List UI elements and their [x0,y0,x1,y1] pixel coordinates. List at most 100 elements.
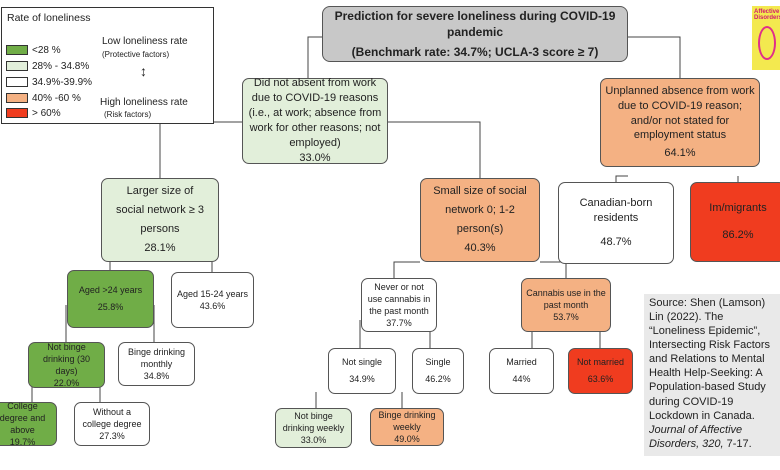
root-node: Prediction for severe loneliness during … [322,6,628,62]
node-work-attended: Did not absent from work due to COVID-19… [242,77,388,164]
node-label: Binge drinking monthly [127,346,186,369]
source-citation: Source: Shen (Lamson) Lin (2022). The “L… [644,294,780,456]
node-label: Not single [341,356,383,367]
node-label: Not binge drinking (30 days) [42,341,91,376]
root-benchmark: (Benchmark rate: 34.7%; UCLA-3 score ≥ 7… [351,45,599,60]
legend-item-2: 28% - 34.8% [6,60,89,72]
node-cannabis-use: Cannabis use in the past month 53.7% [521,278,611,332]
node-percent: 40.3% [464,242,496,255]
node-canadian-born: Canadian-born residents 48.7% [558,182,674,264]
legend-label: <28 % [32,44,61,56]
node-aged-15-24: Aged 15-24 years 43.6% [171,272,254,328]
source-pages: 7-17. [726,437,752,450]
source-text: Source: Shen (Lamson) Lin (2022). The “L… [649,297,771,422]
node-binge-monthly: Binge drinking monthly 34.8% [118,342,195,386]
node-label: Aged 15-24 years [176,288,249,299]
link-small-never [393,261,420,278]
node-percent: 43.6% [199,301,226,311]
link-root-workyes [307,36,322,78]
legend-low-label: Low loneliness rate (Protective factors) [102,36,188,61]
link-workno-canadian [615,175,628,182]
node-percent: 28.1% [144,242,176,255]
node-label: College degree and above [0,400,46,435]
legend-item-4: 40% -60 % [6,92,81,104]
legend-low-sub: (Protective factors) [102,49,170,59]
node-label: Single [425,356,451,367]
legend-item-1: <28 % [6,44,61,56]
node-not-binge-30days: Not binge drinking (30 days) 22.0% [28,342,105,388]
journal-cover-graphic [758,26,776,60]
node-label: Without a college degree [82,406,142,429]
node-not-binge-weekly: Not binge drinking weekly 33.0% [275,408,352,448]
node-small-network: Small size of social network 0; 1-2 pers… [420,178,540,262]
legend-swatch [6,61,28,71]
legend-swatch [6,93,28,103]
legend-swatch [6,108,28,118]
node-percent: 34.8% [143,371,170,382]
node-label: Aged >24 years [78,284,143,295]
legend-item-3: 34.9%-39.9% [6,76,92,88]
journal-cover-title: Affective Disorders [754,9,780,21]
node-percent: 44% [512,374,531,384]
node-percent: 34.9% [349,374,375,384]
legend-label: 40% -60 % [32,92,81,104]
node-single: Single 46.2% [412,348,464,394]
node-label: Did not absent from work due to COVID-19… [248,77,382,149]
node-large-network: Larger size of social network ≥ 3 person… [101,178,219,262]
node-percent: 64.1% [664,147,696,160]
journal-cover-image: Affective Disorders [752,6,780,70]
legend-title: Rate of loneliness [7,12,91,24]
node-label: Not married [576,356,624,367]
node-label: Binge drinking weekly [378,409,436,432]
node-label: Married [506,356,537,367]
legend-swatch [6,45,28,55]
node-married: Married 44% [489,348,554,394]
source-journal: Journal of Affective Disorders, 320, [649,423,743,450]
legend: Rate of loneliness <28 % 28% - 34.8% 34.… [1,7,214,124]
node-percent: 27.3% [99,431,125,442]
link-workyes-small [388,121,481,178]
node-percent: 46.2% [425,374,451,384]
node-immigrants: Im/migrants 86.2% [690,182,780,262]
node-percent: 37.7% [386,318,412,329]
root-title: Prediction for severe loneliness during … [334,8,616,39]
node-work-absent: Unplanned absence from work due to COVID… [600,78,760,167]
node-not-married: Not married 63.6% [568,348,633,394]
node-label: Not binge drinking weekly [282,410,345,433]
link-root-workno [628,36,681,78]
node-label: Larger size of social network ≥ 3 person… [116,184,204,236]
node-percent: 19.7% [9,437,36,448]
legend-label: > 60% [32,107,61,119]
legend-item-5: > 60% [6,107,61,119]
legend-high-text: High loneliness rate [100,97,188,108]
legend-low-text: Low loneliness rate [102,36,188,47]
node-not-single: Not single 34.9% [328,348,396,394]
node-percent: 33.0% [299,151,331,164]
node-percent: 48.7% [600,236,632,249]
legend-high-label: High loneliness rate (Risk factors) [100,97,188,121]
legend-swatch [6,77,28,87]
node-percent: 25.8% [97,302,124,312]
node-percent: 86.2% [722,229,754,241]
node-label: Canadian-born residents [579,196,653,224]
node-no-college-degree: Without a college degree 27.3% [74,402,150,446]
legend-label: 28% - 34.8% [32,60,90,72]
node-label: Never or not use cannabis in the past mo… [367,281,431,316]
node-percent: 33.0% [300,435,327,446]
legend-label: 34.9%-39.9% [32,76,93,88]
node-label: Unplanned absence from work due to COVID… [605,84,755,142]
node-percent: 63.6% [587,374,614,384]
node-percent: 53.7% [553,312,579,323]
node-label: Small size of social network 0; 1-2 pers… [433,184,527,236]
node-percent: 49.0% [394,434,420,445]
link-workyes-large [159,121,242,178]
node-label: Cannabis use in the past month [526,287,606,310]
node-no-cannabis: Never or not use cannabis in the past mo… [361,278,437,332]
legend-arrow-icon: ↕ [140,63,147,79]
link-small-cannabis [540,261,567,278]
legend-high-sub: (Risk factors) [104,110,152,119]
node-aged-over24: Aged >24 years 25.8% [67,270,154,328]
node-college-degree: College degree and above 19.7% [0,400,57,448]
node-binge-weekly: Binge drinking weekly 49.0% [370,408,444,446]
